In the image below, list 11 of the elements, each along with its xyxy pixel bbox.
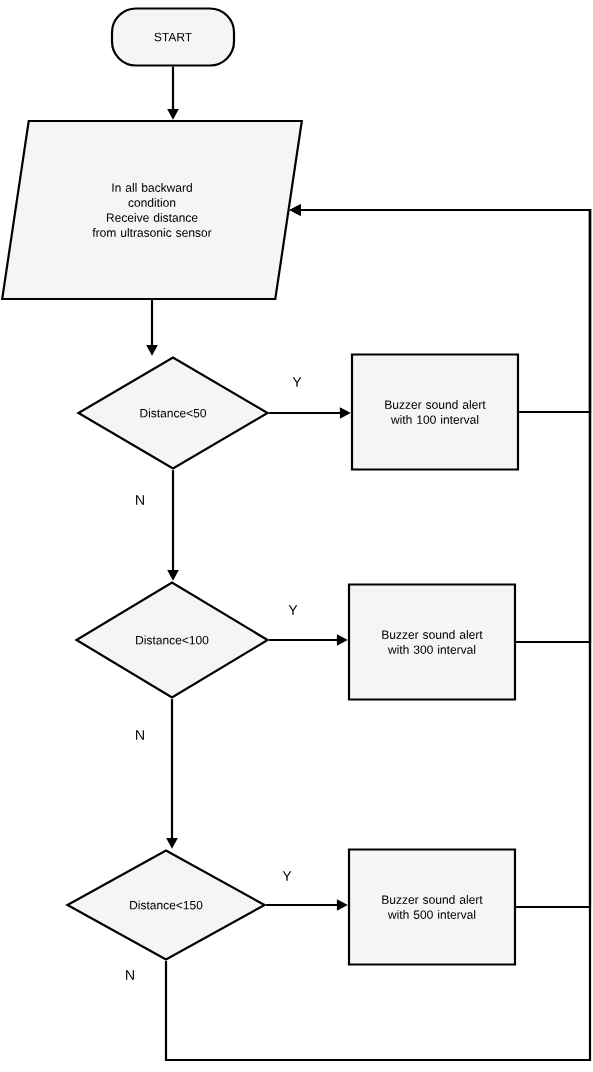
edge-label: Y — [291, 376, 303, 388]
edge-label: N — [133, 729, 147, 741]
edge-label: Y — [281, 870, 293, 882]
process-box: Buzzer sound alert with 100 interval — [350, 353, 520, 471]
edge-label: N — [123, 969, 137, 981]
arrow — [164, 204, 592, 1062]
process-box: Buzzer sound alert with 300 interval — [347, 583, 517, 701]
edge-label: N — [133, 494, 147, 506]
edge-label: Y — [287, 604, 299, 616]
process-box: Buzzer sound alert with 500 interval — [347, 848, 517, 966]
start-terminal: START — [110, 7, 236, 67]
